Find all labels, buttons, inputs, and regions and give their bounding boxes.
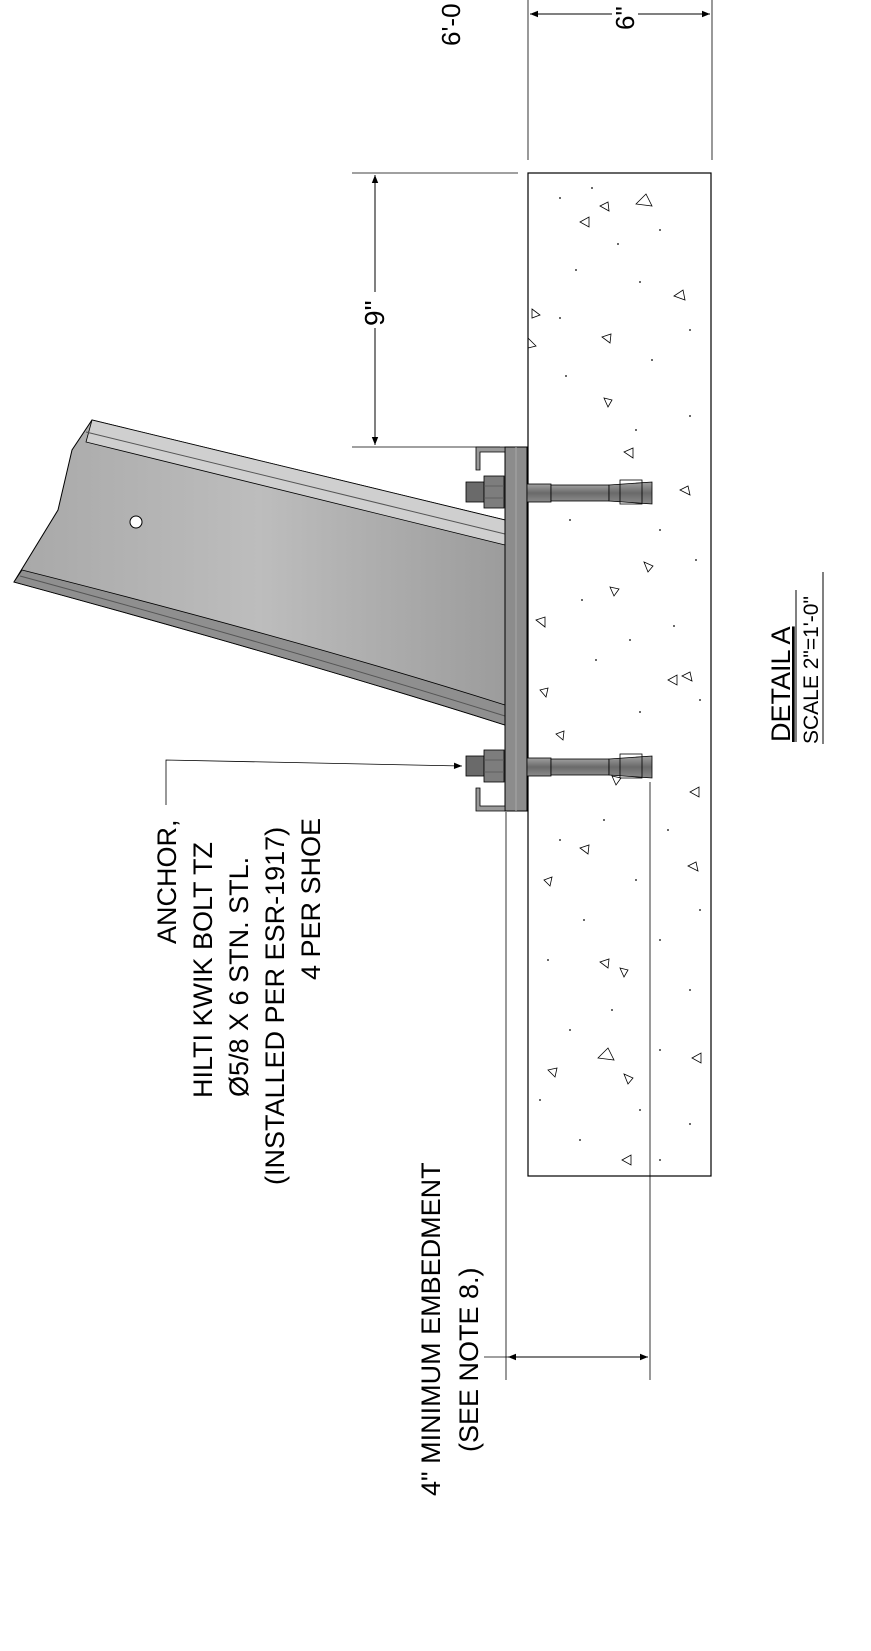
dim-top-overall-label: 6'-0 <box>436 3 466 46</box>
anchor-label-line3: Ø5/8 X 6 STN. STL. <box>224 857 254 1097</box>
concrete-slab <box>527 172 712 1177</box>
anchor-label-line5: 4 PER SHOE <box>296 818 326 980</box>
steel-channel-beam <box>13 419 506 726</box>
detail-title-block: DETAIL A SCALE 2"=1'-0" <box>766 572 824 744</box>
embedment-dimension-group: 4" MINIMUM EMBEDMENT (SEE NOTE 8.) <box>416 782 651 1496</box>
dim-offset-label: 9" <box>359 300 390 326</box>
anchor-label-line1: ANCHOR, <box>152 819 182 944</box>
embed-label-line1: 4" MINIMUM EMBEDMENT <box>416 1162 446 1496</box>
anchor-label-line2: HILTI KWIK BOLT TZ <box>188 842 218 1098</box>
embed-label-line2: (SEE NOTE 8.) <box>454 1267 484 1452</box>
base-plate <box>475 446 528 812</box>
anchor-label-line4: (INSTALLED PER ESR-1917) <box>260 827 290 1185</box>
anchor-callout: ANCHOR, HILTI KWIK BOLT TZ Ø5/8 X 6 STN.… <box>152 759 463 1185</box>
detail-title: DETAIL A <box>766 626 796 742</box>
offset-dimension-group: 9" <box>352 172 518 448</box>
anchor-bolt-upper <box>465 475 653 509</box>
dim-top-inner-label: 6" <box>610 6 640 30</box>
aggregate-dots <box>539 187 701 1161</box>
beam-bolt-hole <box>129 515 143 529</box>
anchor-bolt-lower <box>465 749 653 783</box>
detail-scale: SCALE 2"=1'-0" <box>800 596 823 744</box>
top-dimension-group: 6" 6'-0 <box>436 0 713 160</box>
